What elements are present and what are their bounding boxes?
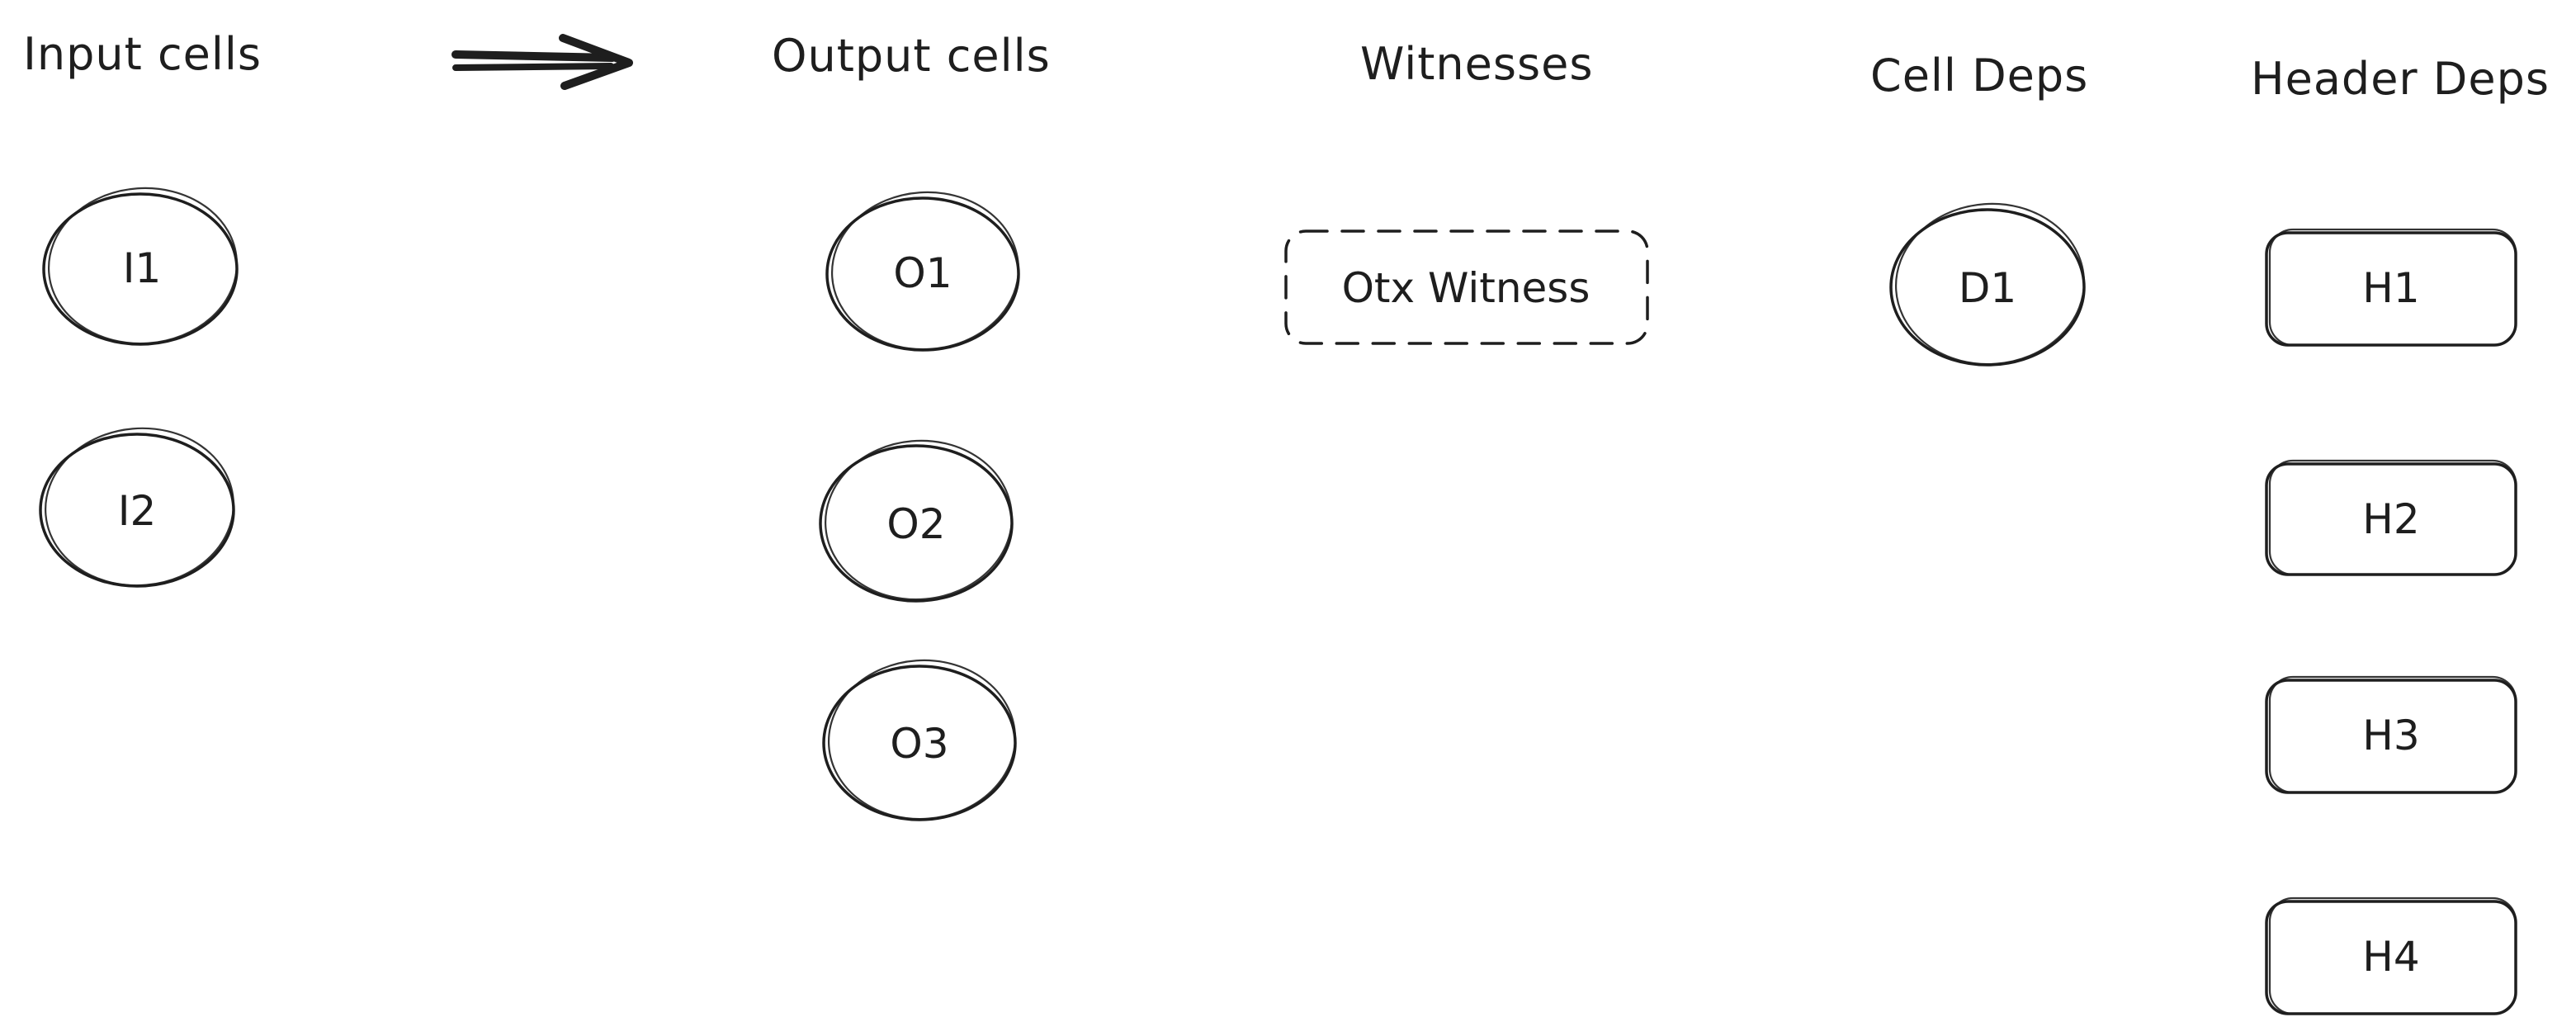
output-cell-node[interactable]: O1 <box>825 186 1024 355</box>
cell-dep-node[interactable]: D1 <box>1889 197 2090 370</box>
header-dep-node[interactable]: H4 <box>2265 896 2517 1015</box>
output-cells-title: Output cells <box>772 30 1051 82</box>
output-cell-label: O1 <box>893 249 952 297</box>
header-dep-label: H1 <box>2362 264 2419 312</box>
input-cell-label: I2 <box>118 487 157 535</box>
cell-dep-label: D1 <box>1959 264 2016 312</box>
input-cells-title: Input cells <box>23 28 262 80</box>
output-cell-label: O3 <box>890 720 948 768</box>
header-dep-node[interactable]: H2 <box>2265 459 2517 576</box>
header-dep-node[interactable]: H3 <box>2265 675 2517 794</box>
witnesses-title: Witnesses <box>1360 38 1593 90</box>
header-dep-label: H3 <box>2362 712 2419 759</box>
input-cell-label: I1 <box>123 244 162 292</box>
output-cell-label: O2 <box>886 500 945 548</box>
header-dep-node[interactable]: H1 <box>2265 228 2517 347</box>
header-deps-title: Header Deps <box>2251 53 2550 105</box>
witness-label: Otx Witness <box>1342 264 1591 312</box>
input-cell-node[interactable]: I2 <box>39 420 240 593</box>
cell-deps-title: Cell Deps <box>1870 50 2088 102</box>
arrow-right-icon <box>451 34 633 90</box>
header-dep-label: H2 <box>2362 495 2419 543</box>
witness-node[interactable]: Otx Witness <box>1284 229 1649 345</box>
output-cell-node[interactable]: O2 <box>819 433 1019 608</box>
output-cell-node[interactable]: O3 <box>822 654 1021 825</box>
header-dep-label: H4 <box>2362 933 2419 981</box>
input-cell-node[interactable]: I1 <box>42 182 243 349</box>
